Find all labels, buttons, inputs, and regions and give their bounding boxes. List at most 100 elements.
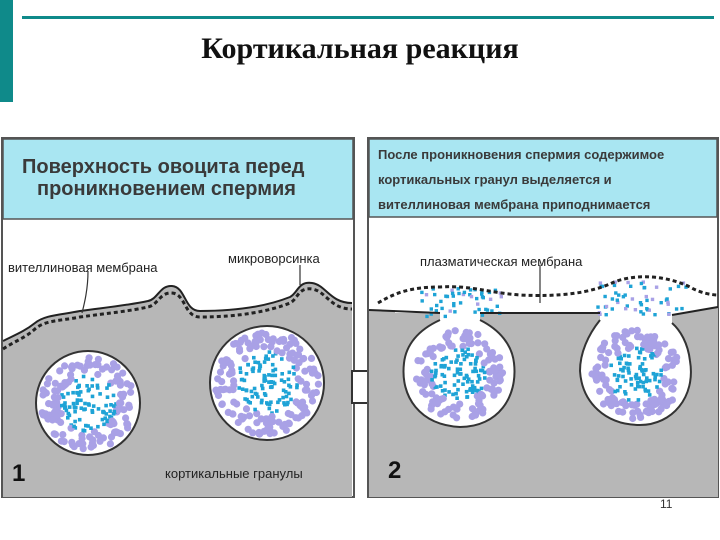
granule-dot — [642, 357, 647, 361]
granule-dot — [448, 342, 456, 350]
granule-dot — [67, 405, 72, 409]
granule-dot — [250, 394, 255, 399]
granule-dot — [490, 309, 494, 313]
granule-dot — [621, 369, 625, 373]
granule-dot — [621, 295, 626, 299]
granule-dot — [611, 332, 619, 340]
granule-dot — [462, 290, 467, 295]
granule-dot — [650, 352, 654, 356]
granule-dot — [242, 378, 247, 383]
granule-dot — [286, 350, 294, 358]
granule-dot — [650, 395, 659, 403]
granule-dot — [45, 400, 53, 408]
granule-dot — [475, 296, 479, 301]
granule-dot — [262, 373, 267, 378]
granule-dot — [61, 379, 69, 387]
granule-dot — [641, 380, 646, 385]
granule-dot — [622, 402, 630, 410]
granule-dot — [101, 409, 106, 414]
granule-dot — [95, 386, 100, 390]
label-cortical-granules: кортикальные гранулы — [165, 466, 303, 481]
granule-dot — [286, 400, 290, 405]
granule-dot — [314, 372, 322, 380]
granule-dot — [78, 434, 86, 443]
granule-dot — [78, 390, 83, 394]
granule-dot — [62, 403, 67, 407]
granule-dot — [470, 379, 474, 384]
granule-dot — [214, 391, 223, 400]
granule-dot — [109, 360, 118, 368]
granule-dot — [252, 338, 261, 346]
granule-dot — [420, 299, 424, 303]
granule-dot — [597, 353, 605, 361]
granule-dot — [96, 407, 101, 411]
granule-dot — [230, 398, 238, 406]
granule-dot — [666, 300, 670, 304]
granule-dot — [253, 410, 261, 418]
granule-dot — [649, 354, 653, 358]
granule-dot — [616, 356, 621, 361]
granule-dot — [449, 360, 453, 364]
granule-dot — [621, 374, 625, 379]
granule-dot — [296, 345, 304, 353]
granule-dot — [481, 364, 486, 369]
granule-dot — [442, 374, 447, 378]
granule-dot — [636, 384, 640, 389]
granule-dot — [444, 355, 449, 360]
granule-dot — [111, 412, 116, 416]
granule-dot — [281, 388, 286, 393]
granule-dot — [633, 326, 641, 334]
granule-dot — [645, 307, 649, 311]
granule-dot — [613, 389, 617, 394]
granule-dot — [659, 301, 663, 305]
granule-dot — [66, 416, 70, 420]
granule-dot — [421, 368, 429, 376]
granule-dot — [434, 309, 438, 313]
granule-dot — [450, 291, 455, 296]
granule-dot — [662, 401, 671, 410]
granule-dot — [260, 343, 268, 351]
granule-dot — [288, 385, 293, 389]
granule-dot — [455, 370, 460, 375]
granule-dot — [668, 361, 677, 369]
granule-dot — [61, 362, 69, 370]
granule-dot — [638, 379, 643, 384]
granule-dot — [257, 369, 261, 373]
granule-dot — [665, 297, 669, 301]
granule-dot — [470, 353, 474, 357]
granule-dot — [447, 390, 451, 394]
title-rule — [22, 16, 714, 19]
granule-dot — [669, 385, 677, 393]
granule-dot — [108, 366, 116, 374]
granule-dot — [259, 400, 264, 405]
granule-dot — [443, 314, 447, 319]
granule-dot — [285, 419, 293, 427]
granule-dot — [453, 310, 457, 314]
granule-dot — [651, 371, 656, 376]
granule-dot — [463, 350, 467, 354]
granule-dot — [71, 390, 75, 395]
granule-dot — [643, 333, 651, 341]
granule-dot — [60, 393, 64, 397]
granule-dot — [603, 294, 607, 299]
granule-dot — [473, 310, 477, 314]
granule-dot — [627, 343, 635, 351]
granule-dot — [655, 372, 659, 377]
granule-dot — [626, 366, 630, 371]
granule-dot — [280, 372, 284, 376]
granule-dot — [222, 356, 230, 364]
granule-dot — [297, 377, 305, 385]
granule-dot — [618, 385, 622, 389]
granule-dot — [249, 389, 254, 394]
granule-dot — [91, 361, 99, 369]
granule-dot — [428, 390, 436, 398]
granule-dot — [604, 304, 609, 309]
granule-dot — [252, 386, 257, 391]
granule-dot — [614, 291, 618, 295]
granule-dot — [629, 383, 634, 387]
granule-dot — [669, 348, 677, 356]
granule-dot — [642, 407, 650, 415]
granule-dot — [57, 410, 65, 418]
granule-dot — [660, 375, 668, 383]
granule-dot — [425, 314, 429, 319]
